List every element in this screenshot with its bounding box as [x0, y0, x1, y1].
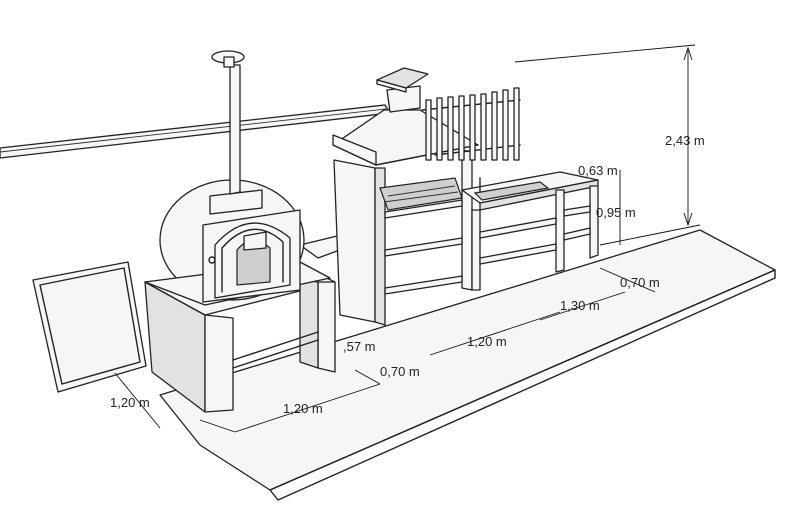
- dim-width-bbq-unit: 1,20 m: [467, 334, 507, 349]
- back-wall: [0, 104, 391, 159]
- dim-sink-height: 0,63 m: [578, 163, 618, 178]
- dim-depth-right: 0,70 m: [620, 275, 660, 290]
- dimension-labels: 2,43 m 0,63 m 0,95 m 0,70 m 1,30 m 1,20 …: [110, 133, 705, 416]
- dim-counter-height: 0,95 m: [596, 205, 636, 220]
- floor-slab: [159, 229, 776, 501]
- fence: [421, 87, 521, 161]
- dim-oven-stand-height: ,57 m: [343, 339, 376, 354]
- dim-width-oven-unit: 1,20 m: [283, 401, 323, 416]
- pizza-oven: [144, 50, 331, 306]
- dim-depth-mid: 0,70 m: [380, 364, 420, 379]
- dim-height-total: 2,43 m: [665, 133, 705, 148]
- dim-width-sink-unit: 1,30 m: [560, 298, 600, 313]
- sink-unit: [461, 171, 599, 291]
- leaning-board: [32, 261, 147, 393]
- dim-depth-left: 1,20 m: [110, 395, 150, 410]
- dimension-lines: [114, 44, 701, 433]
